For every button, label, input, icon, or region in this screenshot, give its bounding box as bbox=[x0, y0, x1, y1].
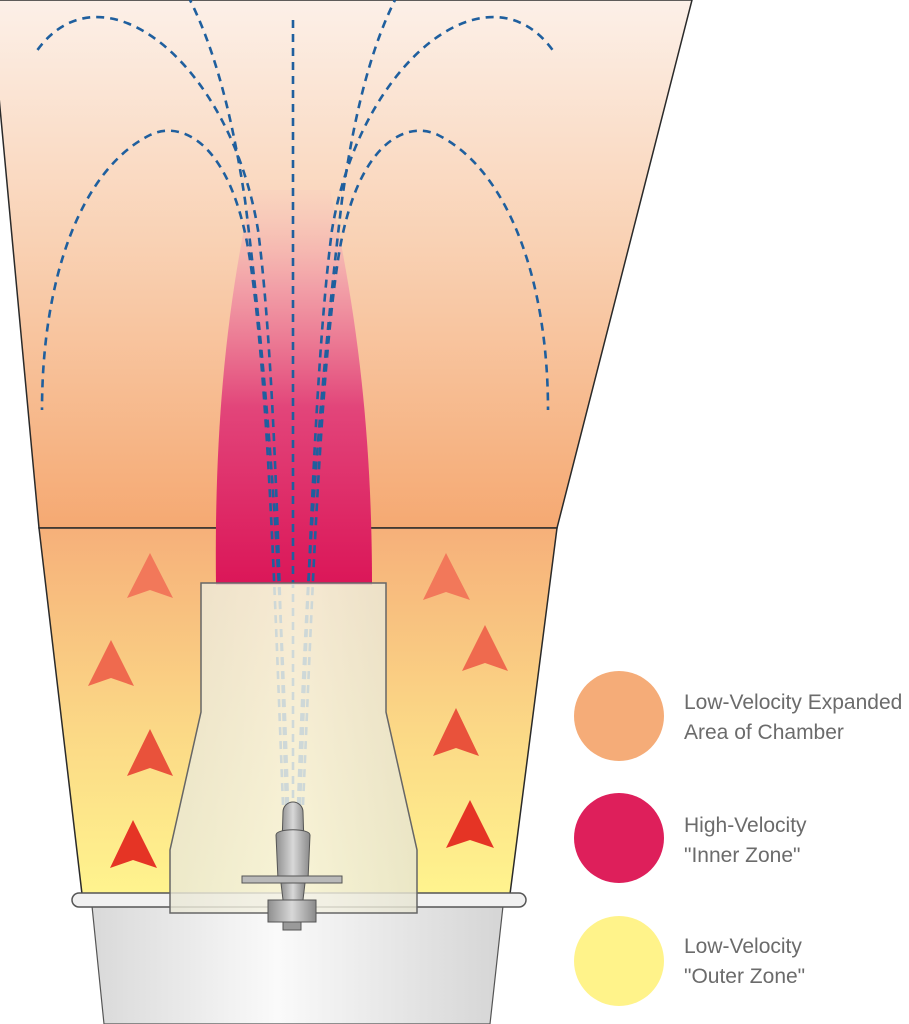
legend: Low-Velocity Expanded Area of Chamber Hi… bbox=[574, 671, 902, 1006]
legend-label-line1: Low-Velocity Expanded bbox=[684, 691, 902, 714]
legend-item-outer-zone: Low-Velocity "Outer Zone" bbox=[574, 916, 805, 1006]
up-arrow-icon bbox=[462, 625, 508, 671]
legend-item-expanded-area: Low-Velocity Expanded Area of Chamber bbox=[574, 671, 902, 761]
legend-label-line2: "Outer Zone" bbox=[684, 965, 805, 988]
upward-arrows-left bbox=[88, 553, 173, 868]
legend-item-inner-zone: High-Velocity "Inner Zone" bbox=[574, 793, 807, 883]
burner-disc bbox=[241, 875, 343, 884]
up-arrow-icon bbox=[110, 820, 157, 868]
up-arrow-icon bbox=[446, 800, 494, 848]
nozzle-tube bbox=[169, 582, 418, 914]
burner-pin bbox=[282, 921, 302, 931]
flow-line-mid-right bbox=[301, 129, 550, 806]
up-arrow-icon bbox=[88, 640, 134, 686]
legend-label-line1: Low-Velocity bbox=[684, 935, 802, 958]
legend-label-line2: Area of Chamber bbox=[684, 721, 844, 744]
legend-swatch-expanded-area bbox=[574, 671, 664, 761]
legend-label-line2: "Inner Zone" bbox=[684, 844, 800, 867]
up-arrow-icon bbox=[127, 729, 173, 776]
up-arrow-icon bbox=[433, 708, 479, 756]
burner-collar bbox=[267, 899, 317, 923]
legend-swatch-outer-zone bbox=[574, 916, 664, 1006]
legend-label-line1: High-Velocity bbox=[684, 814, 807, 837]
flow-line-outer-right bbox=[298, 15, 556, 806]
burner-stem bbox=[280, 882, 306, 901]
up-arrow-icon bbox=[423, 553, 470, 600]
up-arrow-icon bbox=[127, 553, 173, 598]
burner-body bbox=[275, 829, 311, 881]
legend-swatch-inner-zone bbox=[574, 793, 664, 883]
flow-line-mid-left bbox=[40, 129, 285, 806]
upward-arrows-right bbox=[423, 553, 508, 848]
burner-head bbox=[241, 801, 343, 931]
